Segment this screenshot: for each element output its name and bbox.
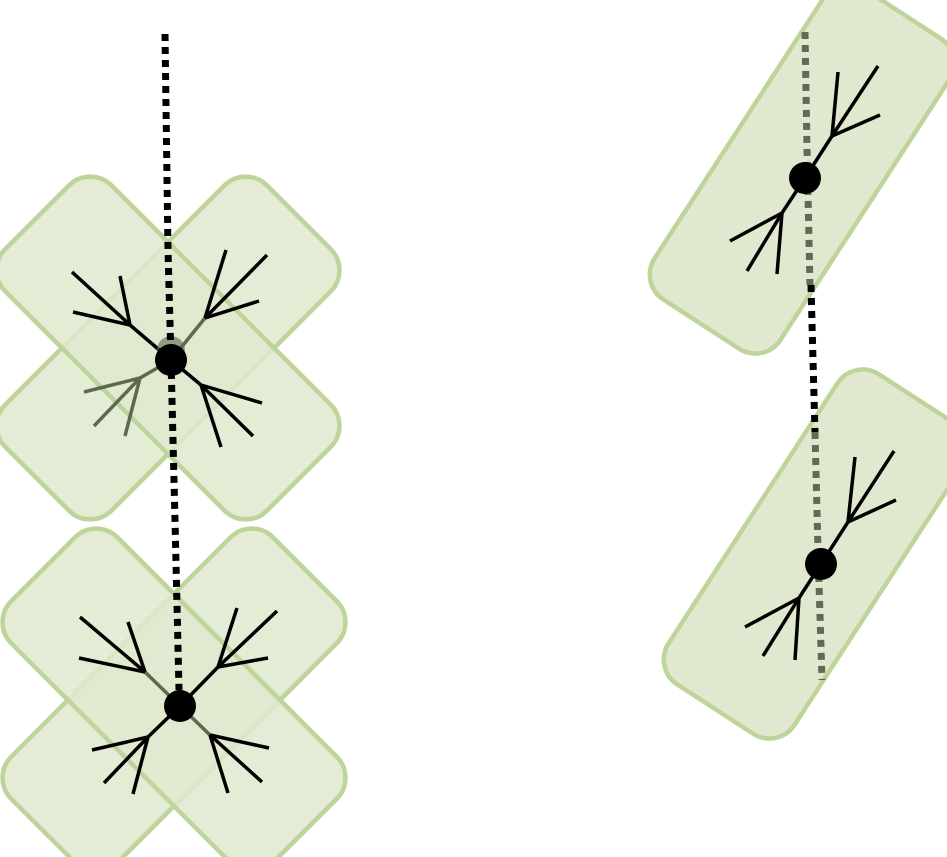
lower-cross-cluster [0, 526, 348, 857]
dotted-fiber [161, 33, 183, 691]
node-point [805, 548, 837, 580]
right-panel [647, 0, 947, 741]
node-point [789, 162, 821, 194]
dotted-fiber [807, 284, 819, 433]
upper-single-leaf-cluster [647, 0, 947, 356]
left-panel [0, 33, 348, 857]
node-point [164, 690, 196, 722]
leaf-rect [661, 367, 947, 741]
lower-single-leaf-cluster [661, 367, 947, 741]
dotted-fiber-occluded [801, 31, 814, 286]
